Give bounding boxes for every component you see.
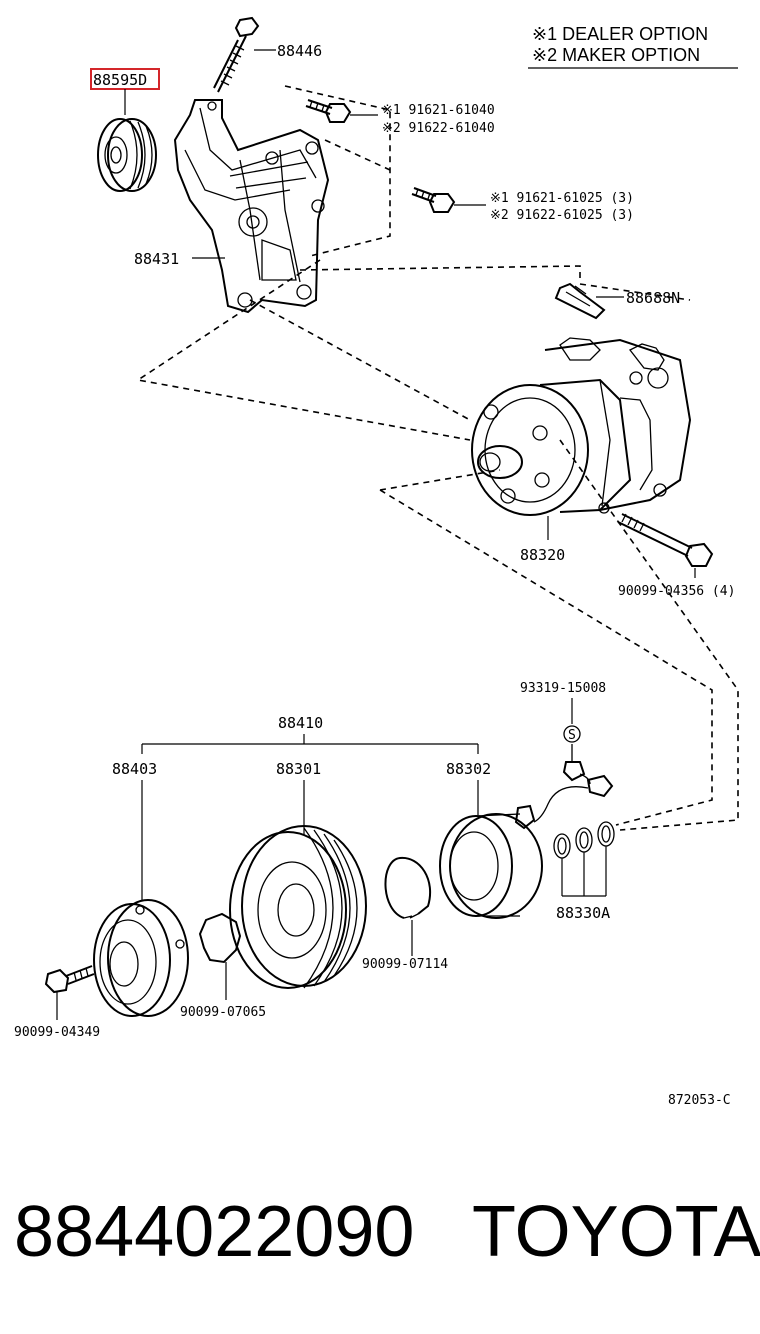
clutch-hub-88403-icon — [93, 899, 189, 1017]
bolt-91621-61040-icon — [305, 99, 378, 123]
field-coil-88302-icon — [439, 804, 543, 919]
svg-text:S: S — [568, 728, 576, 743]
label-bolt-61025-maker: ※2 91622-61025 (3) — [490, 208, 634, 223]
compressor-bracket-88431-icon — [173, 99, 330, 314]
clip-88688N-icon — [554, 282, 624, 320]
switch-93319-15008-icon: S — [533, 725, 614, 823]
label-90099-07114: 90099-07114 — [362, 957, 448, 972]
option-legend: ※1 DEALER OPTION ※2 MAKER OPTION — [528, 24, 738, 69]
label-93319-15008: 93319-15008 — [520, 681, 606, 696]
label-88595D: 88595D — [93, 71, 147, 89]
label-88403: 88403 — [112, 760, 157, 778]
bolt-90099-04349-icon — [44, 965, 95, 1020]
diagram-code: 872053-C — [668, 1093, 731, 1108]
compressor-88320-icon — [471, 337, 692, 516]
label-88431: 88431 — [134, 250, 179, 268]
label-bolt-61025-dealer: ※1 91621-61025 (3) — [490, 191, 634, 206]
label-90099-04349: 90099-04349 — [14, 1025, 100, 1040]
label-88330A: 88330A — [556, 904, 610, 922]
bolt-91621-61025-icon — [411, 187, 486, 213]
brand-name: TOYOTA — [472, 1192, 760, 1272]
idler-pulley-88595D-icon — [97, 118, 157, 192]
label-88320: 88320 — [520, 546, 565, 564]
legend-dealer-option: ※1 DEALER OPTION — [532, 24, 708, 44]
label-88410: 88410 — [278, 714, 323, 732]
label-90099-04356: 90099-04356 (4) — [618, 584, 735, 599]
snap-ring-90099-07114-icon — [384, 856, 431, 956]
bolt-90099-04356-icon — [617, 513, 714, 578]
label-88446: 88446 — [277, 42, 322, 60]
label-88688N: 88688N — [626, 289, 680, 307]
bolt-88446-icon — [213, 16, 276, 93]
part-number: 8844022090 — [14, 1192, 414, 1272]
label-90099-07065: 90099-07065 — [180, 1005, 266, 1020]
label-88302: 88302 — [446, 760, 491, 778]
clutch-pulley-88301-icon — [229, 825, 367, 989]
label-bolt-61040-dealer: ※1 91621-61040 — [382, 103, 495, 118]
assembly-dashed-lines — [135, 85, 739, 831]
label-88301: 88301 — [276, 760, 321, 778]
o-rings-88330A-icon — [553, 821, 615, 897]
legend-maker-option: ※2 MAKER OPTION — [532, 45, 700, 65]
label-bolt-61040-maker: ※2 91622-61040 — [382, 121, 495, 136]
shim-90099-07065-icon — [198, 912, 242, 1000]
